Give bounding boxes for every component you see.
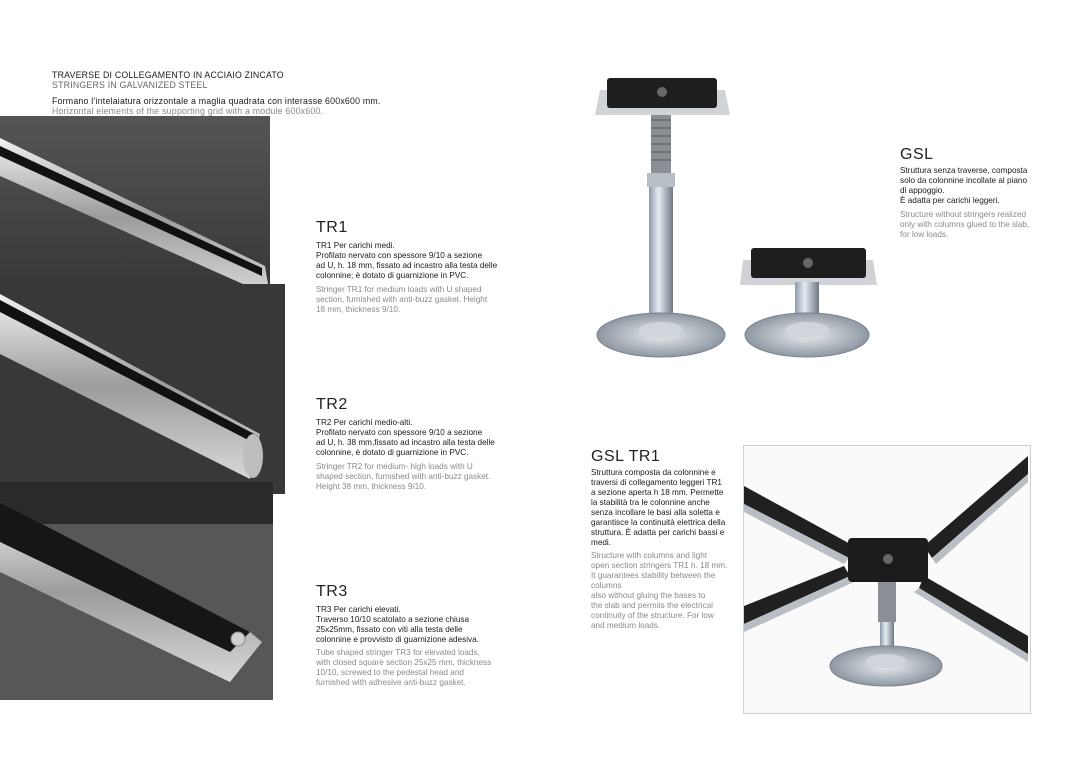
tr3-description-it: TR3 Per carichi elevati. Traverso 10/10 …	[316, 605, 479, 644]
tr2-title: TR2	[316, 396, 348, 413]
tr2-stringer-image	[0, 284, 285, 494]
section-desc-en: Horizontal elements of the supporting gr…	[52, 106, 324, 116]
tr1-title: TR1	[316, 219, 348, 236]
section-title-en: STRINGERS IN GALVANIZED STEEL	[52, 80, 208, 90]
tr1-photo-panel	[0, 116, 270, 344]
tr2-photo-panel	[0, 284, 285, 494]
gsl-title: GSL	[900, 146, 934, 163]
gsl-tr1-title: GSL TR1	[591, 448, 661, 465]
tr3-description-en: Tube shaped stringer TR3 for elevated lo…	[316, 648, 492, 687]
tr3-stringer-image	[0, 482, 273, 700]
tr3-photo-panel	[0, 482, 273, 700]
section-title-it: TRAVERSE DI COLLEGAMENTO IN ACCIAIO ZINC…	[52, 70, 284, 80]
gsl-tr1-description-it: Struttura composta da colonnine e traver…	[591, 468, 726, 547]
gsl-pedestals-image	[585, 70, 885, 400]
gsl-description-it: Struttura senza traverse, composta solo …	[900, 166, 1028, 205]
tr1-description-en: Stringer TR1 for medium loads with U sha…	[316, 285, 488, 314]
tr2-description-it: TR2 Per carichi medio-alti. Profilato ne…	[316, 418, 495, 457]
section-desc-it: Formano l’intelaiatura orizzontale a mag…	[52, 96, 381, 106]
tr3-title: TR3	[316, 583, 348, 600]
gsl-tr1-description-en: Structure with columns and light open se…	[591, 551, 728, 630]
gsl-description-en: Structure without stringers realized onl…	[900, 210, 1030, 239]
tr1-description-it: TR1 Per carichi medi. Profilato nervato …	[316, 241, 498, 280]
tr2-description-en: Stringer TR2 for medium- high loads with…	[316, 462, 491, 491]
gsl-tr1-assembly-image	[743, 445, 1031, 714]
